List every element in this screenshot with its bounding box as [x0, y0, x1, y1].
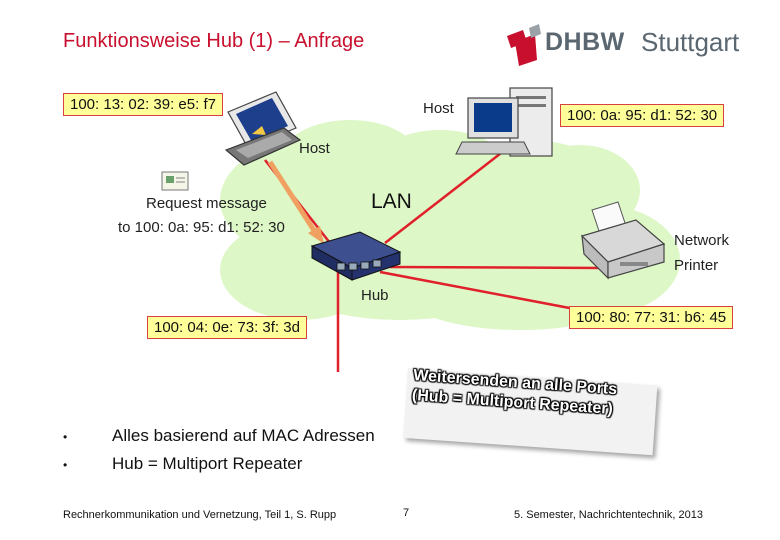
page-title: Funktionsweise Hub (1) – Anfrage: [63, 30, 365, 52]
logo-city: Stuttgart: [641, 27, 740, 57]
request-arrow: [267, 160, 324, 244]
host-bottom-left-mac-address: 100: 04: 0e: 73: 3f: 3d: [147, 316, 307, 339]
printer-label-line1: Network: [674, 232, 730, 249]
bullet-marker: •: [63, 430, 68, 444]
request-message-label: Request message: [146, 195, 267, 212]
host-left-mac-address: 100: 13: 02: 39: e5: f7: [63, 93, 223, 116]
laptop-icon: [224, 91, 302, 166]
footer-right: 5. Semester, Nachrichtentechnik, 2013: [514, 509, 703, 521]
host-bottom-right-mac-address: 100: 80: 77: 31: b6: 45: [569, 306, 734, 329]
page-number: 7: [403, 507, 410, 519]
hub-label: Hub: [361, 287, 389, 304]
request-target-label: to 100: 0a: 95: d1: 52: 30: [118, 219, 285, 236]
logo-brand: DHBW: [545, 28, 625, 56]
dhbw-logo: [507, 24, 541, 66]
bullet-item-1: Alles basierend auf MAC Adressen: [112, 426, 375, 445]
printer-label-line2: Printer: [674, 257, 719, 274]
host-right-label: Host: [423, 100, 454, 117]
host-right-mac-address: 100: 0a: 95: d1: 52: 30: [560, 104, 725, 127]
hub-icon: [310, 231, 402, 281]
host-left-label: Host: [299, 140, 330, 157]
printer-icon: [580, 201, 666, 280]
footer-left: Rechnerkommunikation und Vernetzung, Tei…: [63, 509, 337, 521]
bullet-marker: •: [63, 458, 68, 472]
message-icon: [161, 171, 189, 191]
lan-label: LAN: [371, 190, 412, 213]
desktop-computer-icon: [455, 87, 553, 157]
bullet-item-2: Hub = Multiport Repeater: [112, 454, 303, 473]
